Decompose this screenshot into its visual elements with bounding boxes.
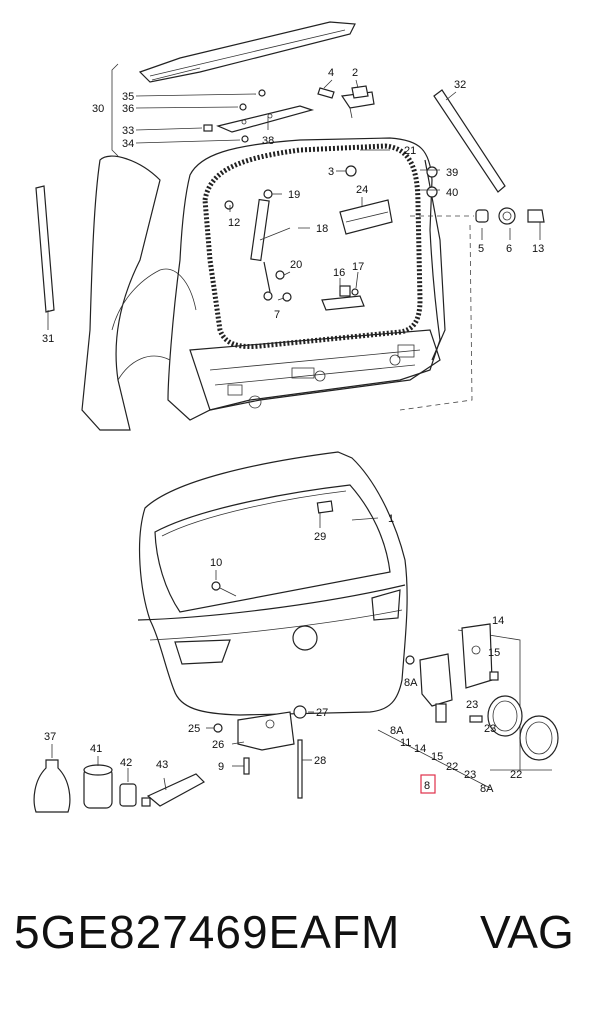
callout-41: 40 bbox=[446, 187, 458, 199]
vw-emblem-rear bbox=[487, 695, 523, 737]
callout-8a: 8A bbox=[480, 783, 494, 795]
callout-10: 9 bbox=[218, 761, 224, 773]
brand-label: VAG bbox=[480, 906, 574, 958]
spoiler-screws bbox=[203, 89, 266, 143]
callout-34: 33 bbox=[122, 125, 134, 137]
rod-29 bbox=[297, 739, 303, 799]
emblem-screw bbox=[469, 715, 483, 723]
screw-11 bbox=[211, 581, 237, 597]
callout-4: 4 bbox=[328, 67, 334, 79]
callout-20: 19 bbox=[288, 189, 300, 201]
callout-39: 38 bbox=[262, 135, 274, 147]
tailgate-hinge bbox=[317, 85, 375, 119]
vw-emblem-front bbox=[519, 715, 559, 761]
callout-36: 35 bbox=[122, 91, 134, 103]
callout-40: 39 bbox=[446, 167, 458, 179]
callout-31: 30 bbox=[92, 103, 104, 115]
callout-37: 36 bbox=[122, 103, 134, 115]
callout-30: 29 bbox=[314, 531, 326, 543]
highlighted-callout-8[interactable]: 8 bbox=[420, 774, 436, 794]
callout-44: 43 bbox=[156, 759, 168, 771]
side-trim-strip-right bbox=[433, 89, 506, 193]
lock-bracket bbox=[321, 285, 365, 311]
callout-7: 7 bbox=[274, 309, 280, 321]
callout-19: 18 bbox=[316, 223, 328, 235]
callout-12: 11 bbox=[400, 737, 411, 749]
callout-25: 24 bbox=[356, 184, 368, 196]
roof-spoiler bbox=[138, 21, 356, 83]
callout-28: 27 bbox=[316, 707, 328, 719]
lock-assembly-27 bbox=[237, 711, 295, 751]
callout-27: 26 bbox=[212, 739, 224, 751]
callout-24b: 23 bbox=[464, 769, 476, 781]
gas-strut bbox=[250, 198, 273, 301]
spoiler-bracket bbox=[216, 105, 315, 133]
rear-body-shell bbox=[81, 137, 473, 431]
tailgate-panel bbox=[137, 451, 408, 716]
callout-2: 2 bbox=[352, 67, 358, 79]
screw-10 bbox=[243, 757, 250, 775]
release-switch-9 bbox=[405, 653, 453, 723]
bottle-38 bbox=[33, 759, 71, 813]
callout-8: 8 bbox=[424, 780, 430, 792]
callout-23a: 22 bbox=[446, 761, 458, 773]
callout-21: 20 bbox=[290, 259, 302, 271]
callout-29: 28 bbox=[314, 755, 326, 767]
small-fasteners bbox=[224, 165, 438, 302]
callout-1: 1 bbox=[388, 513, 394, 525]
clip-26 bbox=[213, 723, 223, 733]
callout-33: 32 bbox=[454, 79, 466, 91]
callout-11: 10 bbox=[210, 557, 222, 569]
tailgate-buffers bbox=[410, 207, 545, 225]
parts-exploded-diagram: 30 35 36 33 34 38 4 2 32 21 3 39 40 24 1… bbox=[33, 21, 559, 813]
callout-14: 13 bbox=[532, 243, 544, 255]
callout-labels: 30 35 36 33 34 38 4 2 32 21 3 39 40 24 1… bbox=[42, 67, 544, 795]
callout-24a: 23 bbox=[466, 699, 478, 711]
leader-lines bbox=[47, 63, 541, 791]
callout-15: 14 bbox=[492, 615, 504, 627]
callout-9b: 8A bbox=[390, 725, 404, 737]
callout-38: 37 bbox=[44, 731, 56, 743]
callout-16: 15 bbox=[488, 647, 500, 659]
callout-32: 31 bbox=[42, 333, 54, 345]
handle-trim bbox=[339, 199, 393, 235]
tin-42 bbox=[83, 764, 113, 809]
callout-43: 42 bbox=[120, 757, 132, 769]
callout-9: 8A bbox=[404, 677, 418, 689]
side-trim-strip-left bbox=[35, 185, 55, 313]
callout-17: 16 bbox=[333, 267, 345, 279]
callout-24c: 23 bbox=[484, 723, 496, 735]
callout-15b: 14 bbox=[414, 743, 426, 755]
callout-3: 3 bbox=[328, 166, 334, 178]
cartridge-43 bbox=[119, 783, 137, 807]
callout-23b: 22 bbox=[510, 769, 522, 781]
callout-13: 12 bbox=[228, 217, 240, 229]
callout-18: 17 bbox=[352, 261, 364, 273]
callout-35: 34 bbox=[122, 138, 134, 150]
callout-42: 41 bbox=[90, 743, 102, 755]
tube-44 bbox=[141, 773, 205, 807]
callout-26: 25 bbox=[188, 723, 200, 735]
callout-5: 5 bbox=[478, 243, 484, 255]
callout-6: 6 bbox=[506, 243, 512, 255]
lock-15 bbox=[461, 623, 499, 689]
callout-16b: 15 bbox=[431, 751, 443, 763]
callout-22: 21 bbox=[404, 145, 416, 157]
highlight-box bbox=[420, 774, 436, 794]
grommet-28 bbox=[293, 705, 307, 719]
part-number: 5GE827469EAFM bbox=[14, 906, 401, 958]
